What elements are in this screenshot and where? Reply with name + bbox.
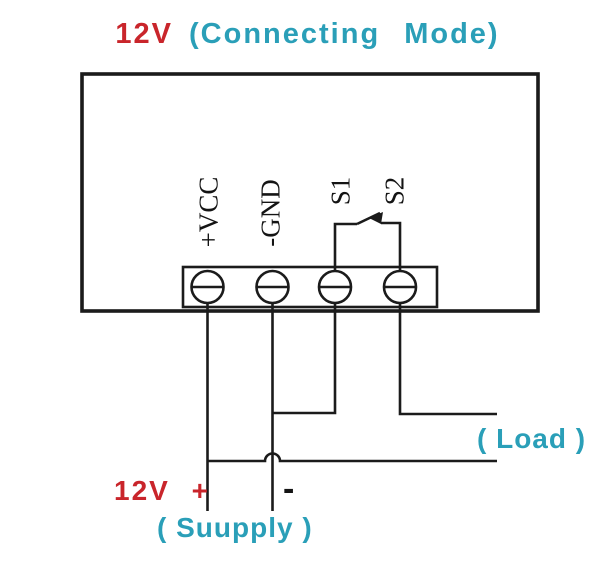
s1-to-gnd-wire: [273, 303, 337, 415]
terminal-label-s2: S2: [379, 176, 410, 206]
s2-to-load-wire: [398, 303, 497, 416]
load-label: ( Load ): [477, 423, 587, 454]
title-mode: (Connecting Mode): [189, 18, 500, 50]
supply-label: ( Suupply ): [157, 512, 313, 543]
device-outline: [80, 72, 540, 313]
screw-terminal-s2-icon: [382, 269, 418, 305]
positive-to-load-wire: [208, 452, 497, 463]
terminal-label-vcc: +VCC: [193, 176, 224, 248]
switch-blade: [356, 211, 381, 226]
supply-negative-label: -: [283, 470, 295, 508]
switch-left-post: [333, 222, 357, 271]
screw-terminal-s1-icon: [317, 269, 353, 305]
terminal-label-s1: S1: [325, 176, 356, 206]
switch-right-post: [381, 221, 402, 271]
diagram-title: 12V (Connecting Mode): [0, 18, 615, 51]
screw-terminal-gnd-icon: [255, 269, 290, 305]
switch-arrow-icon: [369, 212, 383, 224]
terminal-block: [181, 265, 439, 309]
title-voltage: 12V: [115, 18, 174, 50]
terminal-label-gnd: -GND: [255, 179, 286, 247]
screw-terminal-vcc-icon: [190, 269, 225, 305]
supply-positive-label: 12V +: [114, 475, 210, 506]
relay-switch-icon: [333, 211, 402, 271]
